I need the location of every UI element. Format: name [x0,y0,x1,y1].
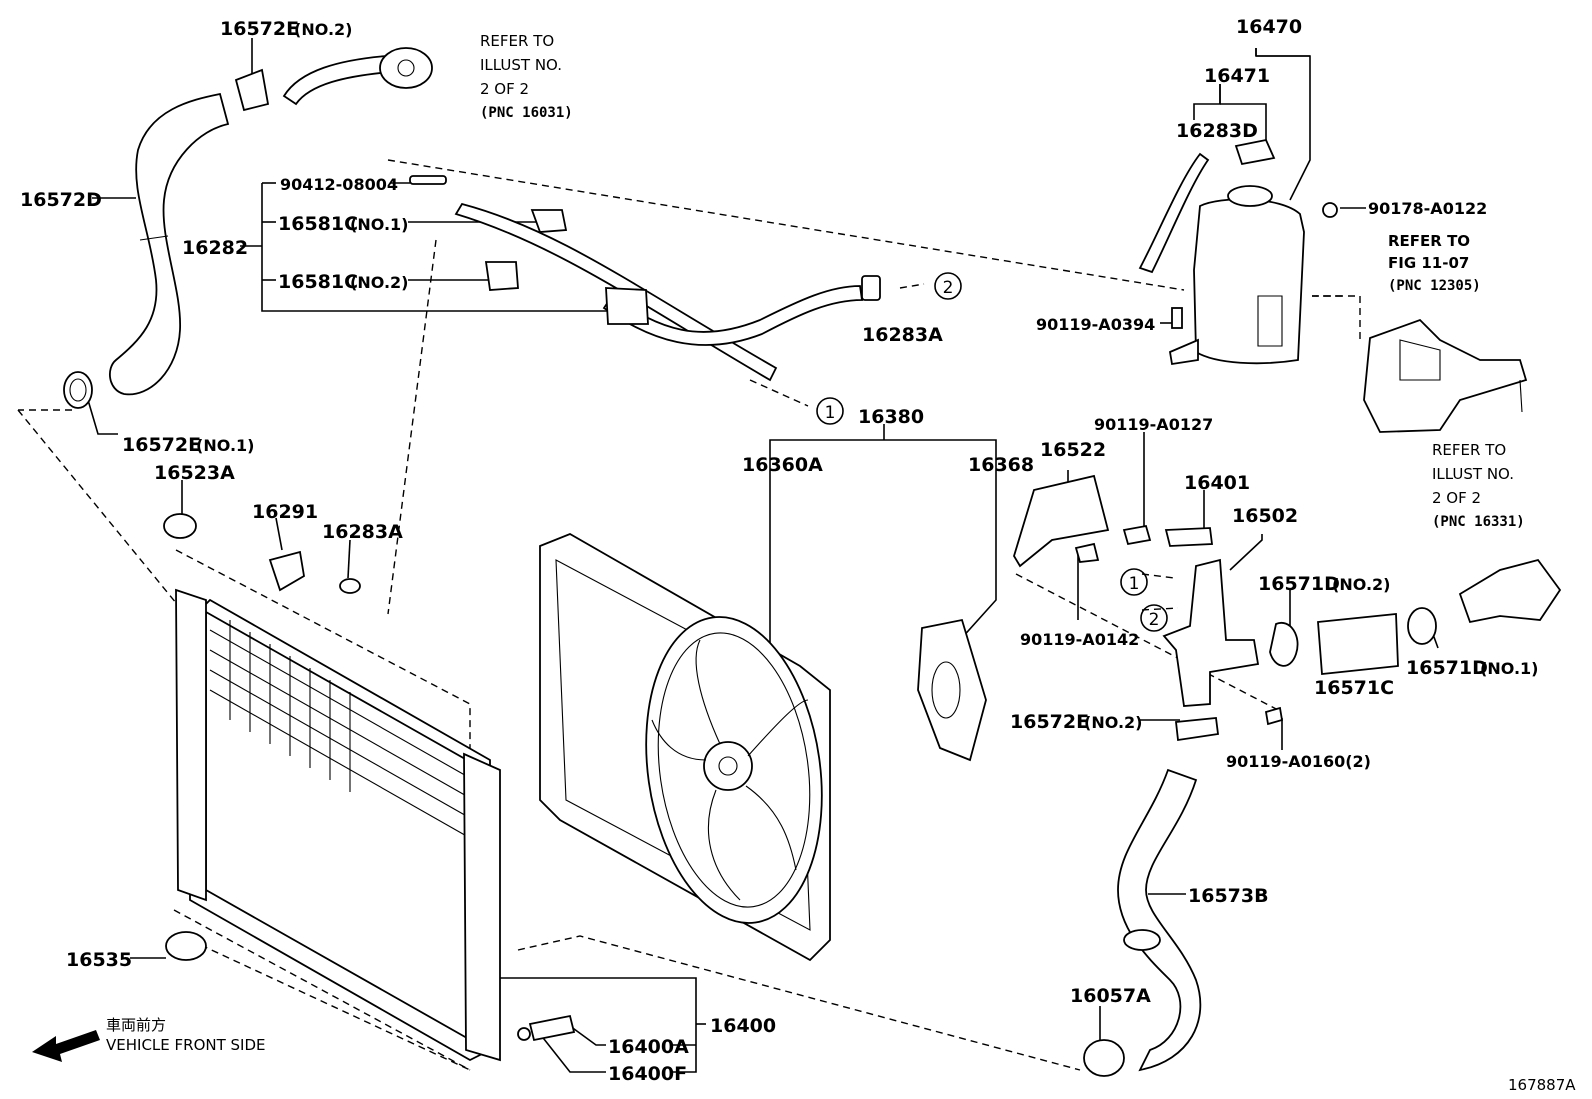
label-16571c: 16571C [1314,677,1394,699]
label-16572e-top: 16572E [220,18,299,40]
label-16380: 16380 [858,406,924,428]
lower-radiator-hose [1083,768,1202,1077]
callout-2-top: 2 [934,272,962,300]
callout-2-mid: 2 [1140,604,1168,632]
refer-right-line2: ILLUST NO. [1432,465,1514,483]
label-90119-a0142: 90119-A0142 [1020,630,1139,649]
refer-right-line3: 2 OF 2 [1432,489,1481,507]
part-labels: 16572E (NO.2) 16572D 16572E (NO.1) 90412… [20,16,1538,1085]
label-16522: 16522 [1040,439,1106,461]
svg-text:2: 2 [943,278,954,298]
label-16535: 16535 [66,949,132,971]
label-16581c-no1: 16581C [278,213,358,235]
callout-1-top: 1 [816,397,844,425]
label-16368: 16368 [968,454,1034,476]
reservoir-tank [1138,138,1338,366]
engine-mount-ref [1363,318,1528,433]
label-16400f: 16400F [608,1063,687,1085]
refer-top-line2: ILLUST NO. [480,56,562,74]
refer-top-line3: 2 OF 2 [480,80,529,98]
label-16400a: 16400A [608,1036,689,1058]
refer-top-line1: REFER TO [480,32,554,50]
refer-fig-line2: FIG 11-07 [1388,254,1469,272]
svg-text:1: 1 [1129,574,1140,594]
label-16470: 16470 [1236,16,1302,38]
label-90412: 90412-08004 [280,175,398,194]
front-en: VEHICLE FRONT SIDE [106,1036,266,1054]
radiator-core [163,513,576,1062]
upper-hose-fitting [234,47,433,112]
refer-right-line4: (PNC 16331) [1432,514,1525,530]
label-16572e-no1-suffix: (NO.1) [196,436,254,455]
front-jp: 車両前方 [106,1016,166,1034]
label-16572e-no1: 16572E [122,434,201,456]
label-16283a-top: 16283A [862,324,943,346]
label-16400: 16400 [710,1015,776,1037]
label-16291: 16291 [252,501,318,523]
refer-fig-line1: REFER TO [1388,232,1470,250]
label-16571d-no1-suffix: (NO.1) [1480,659,1538,678]
label-90178: 90178-A0122 [1368,199,1487,218]
label-16360a: 16360A [742,454,823,476]
upper-radiator-hose [109,92,230,396]
front-side-caption: 車両前方 VEHICLE FRONT SIDE [106,1016,266,1054]
label-16571d-no1: 16571D [1406,657,1488,679]
svg-text:1: 1 [825,403,836,423]
svg-text:2: 2 [1149,610,1160,630]
label-90119-a0160: 90119-A0160(2) [1226,752,1371,771]
label-16523a: 16523A [154,462,235,484]
label-90119-a0394: 90119-A0394 [1036,315,1155,334]
label-16572d: 16572D [20,189,102,211]
label-16572e-mid-suffix: (NO.2) [1084,713,1142,732]
front-arrow [32,1030,100,1062]
refer-top-line4: (PNC 16031) [480,105,573,121]
label-16573b: 16573B [1188,885,1269,907]
refer-notes: REFER TO ILLUST NO. 2 OF 2 (PNC 16031) R… [480,32,1525,530]
label-16581c-no2: 16581C [278,271,358,293]
label-16581c-no1-suffix: (NO.1) [350,215,408,234]
label-16283a-mid: 16283A [322,521,403,543]
label-90119-a0127: 90119-A0127 [1094,415,1213,434]
figure-id: 167887A [1508,1076,1576,1094]
callout-1-mid: 1 [1120,568,1148,596]
label-16571d-no2-suffix: (NO.2) [1332,575,1390,594]
label-16283d: 16283D [1176,120,1258,142]
fan-shroud-assembly [539,533,987,962]
label-16471: 16471 [1204,65,1270,87]
label-16401: 16401 [1184,472,1250,494]
label-16581c-no2-suffix: (NO.2) [350,273,408,292]
label-16057a: 16057A [1070,985,1151,1007]
label-16502: 16502 [1232,505,1298,527]
refer-right-line1: REFER TO [1432,441,1506,459]
label-16571d-no2: 16571D [1258,573,1340,595]
label-16282: 16282 [182,237,248,259]
label-16572e-top-suffix: (NO.2) [294,20,352,39]
water-inlet-housing [1013,474,1562,742]
label-16572e-mid: 16572E [1010,711,1089,733]
water-pipe-16282 [409,175,881,382]
refer-fig-line3: (PNC 12305) [1388,278,1481,294]
hose-clamp-no1 [63,371,93,409]
